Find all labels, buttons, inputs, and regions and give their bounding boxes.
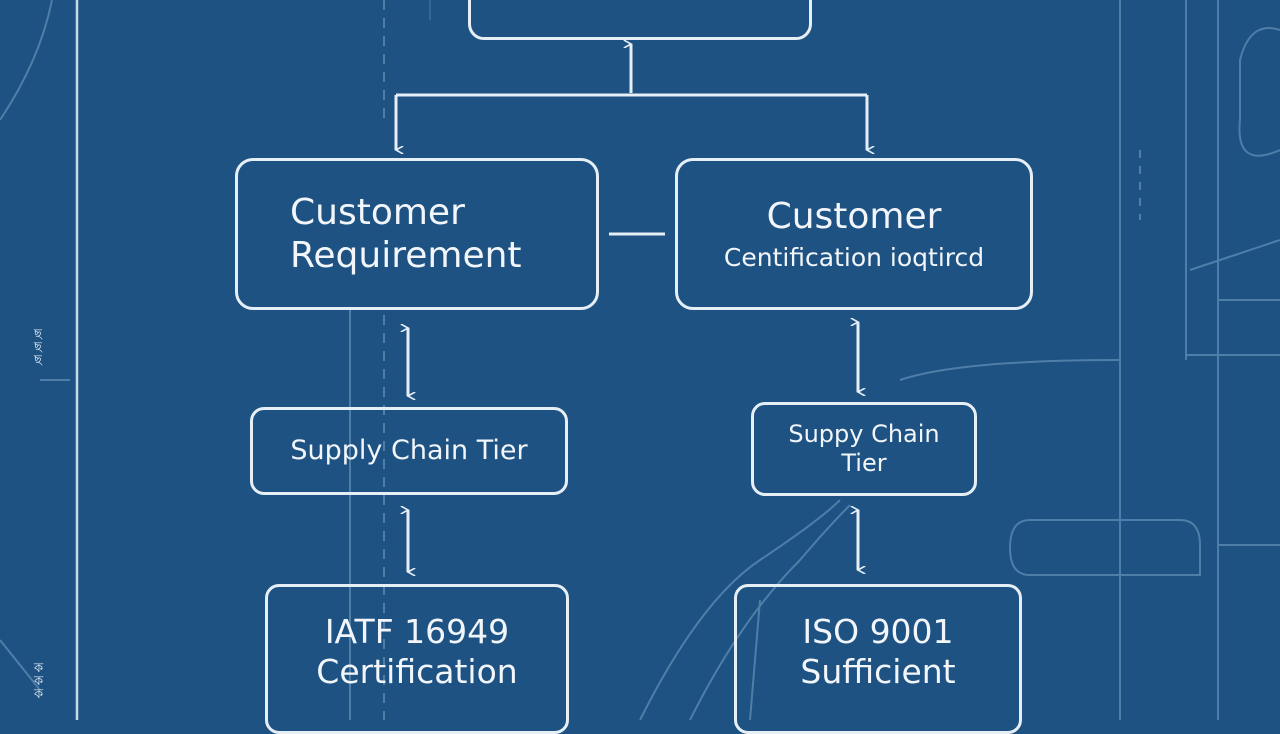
certification-line-2: Centification ioqtircd [723, 242, 985, 272]
top-box [468, 0, 812, 40]
customer-requirement-box: Customer Requirement [235, 158, 599, 310]
supply-chain-tier-right-box: Suppy Chain Tier [751, 402, 977, 496]
customer-certification-box: Customer Centification ioqtircd [675, 158, 1033, 310]
side-mark-lower: ক ক ক [34, 661, 44, 702]
iatf-line-1: IATF 16949 [324, 612, 510, 652]
iatf-line-2: Certification [316, 652, 518, 691]
tier-right-line-2: Tier [841, 449, 887, 477]
tier-right-line-1: Suppy Chain [788, 420, 940, 449]
tier-left-label: Supply Chain Tier [290, 434, 528, 466]
requirement-line-1: Customer [290, 191, 465, 233]
iso-sufficient-box: ISO 9001 Sufficient [734, 584, 1022, 734]
supply-chain-tier-left-box: Supply Chain Tier [250, 407, 568, 495]
side-mark-upper: ছ ছ ছ [34, 327, 42, 368]
requirement-line-2: Requirement [290, 235, 522, 276]
iso-line-1: ISO 9001 [802, 612, 954, 652]
iatf-certification-box: IATF 16949 Certification [265, 584, 569, 734]
iso-line-2: Sufficient [800, 652, 956, 691]
connectors [394, 44, 867, 572]
certification-line-1: Customer [766, 196, 942, 238]
